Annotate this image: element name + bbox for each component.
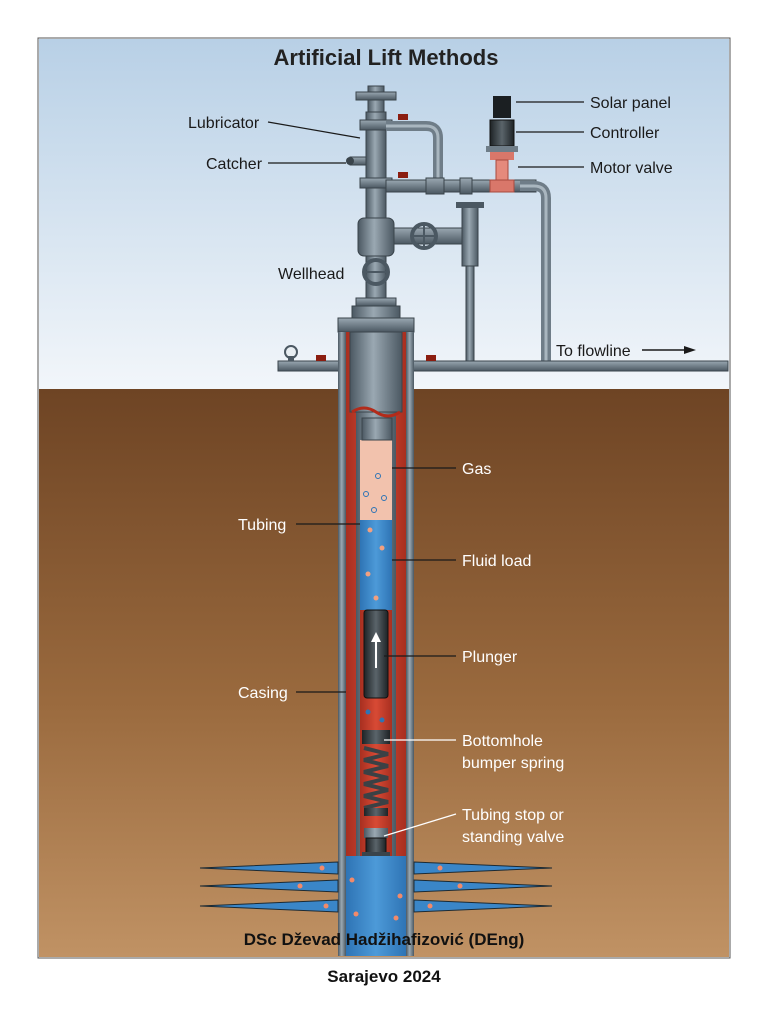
label-catcher: Catcher	[206, 156, 263, 173]
label-tubing: Tubing	[238, 517, 286, 534]
plunger-icon	[363, 609, 389, 699]
label-gas: Gas	[462, 461, 491, 478]
bumper-spring-icon	[362, 730, 390, 816]
perforation-tunnels	[199, 861, 553, 921]
label-tubing-stop-line1: Tubing stop or	[462, 807, 564, 824]
author-credit: DSc Dževad Hadžihafizović (DEng)	[244, 930, 525, 949]
wellbore	[199, 331, 553, 956]
label-to-flowline: To flowline	[556, 343, 631, 360]
label-casing: Casing	[238, 685, 288, 702]
flowline-arrow-icon	[684, 346, 696, 354]
label-motor-valve: Motor valve	[590, 160, 673, 177]
figure-frame	[37, 37, 731, 959]
label-bumper-spring-line2: bumper spring	[462, 755, 564, 772]
label-controller: Controller	[590, 125, 660, 142]
label-tubing-stop-line2: standing valve	[462, 829, 564, 846]
diagram-title: Artificial Lift Methods	[274, 45, 499, 70]
label-lubricator: Lubricator	[188, 115, 260, 132]
surface-equipment	[277, 85, 729, 372]
label-bumper-spring-line1: Bottomhole	[462, 733, 543, 750]
controller-icon	[489, 119, 515, 147]
label-wellhead: Wellhead	[278, 266, 344, 283]
label-plunger: Plunger	[462, 649, 518, 666]
location-year: Sarajevo 2024	[327, 967, 441, 986]
motor-valve-icon	[489, 152, 515, 193]
solar-panel-icon	[493, 96, 511, 118]
leader-lines	[267, 101, 584, 837]
label-solar-panel: Solar panel	[590, 95, 671, 112]
label-fluid-load: Fluid load	[462, 553, 531, 570]
